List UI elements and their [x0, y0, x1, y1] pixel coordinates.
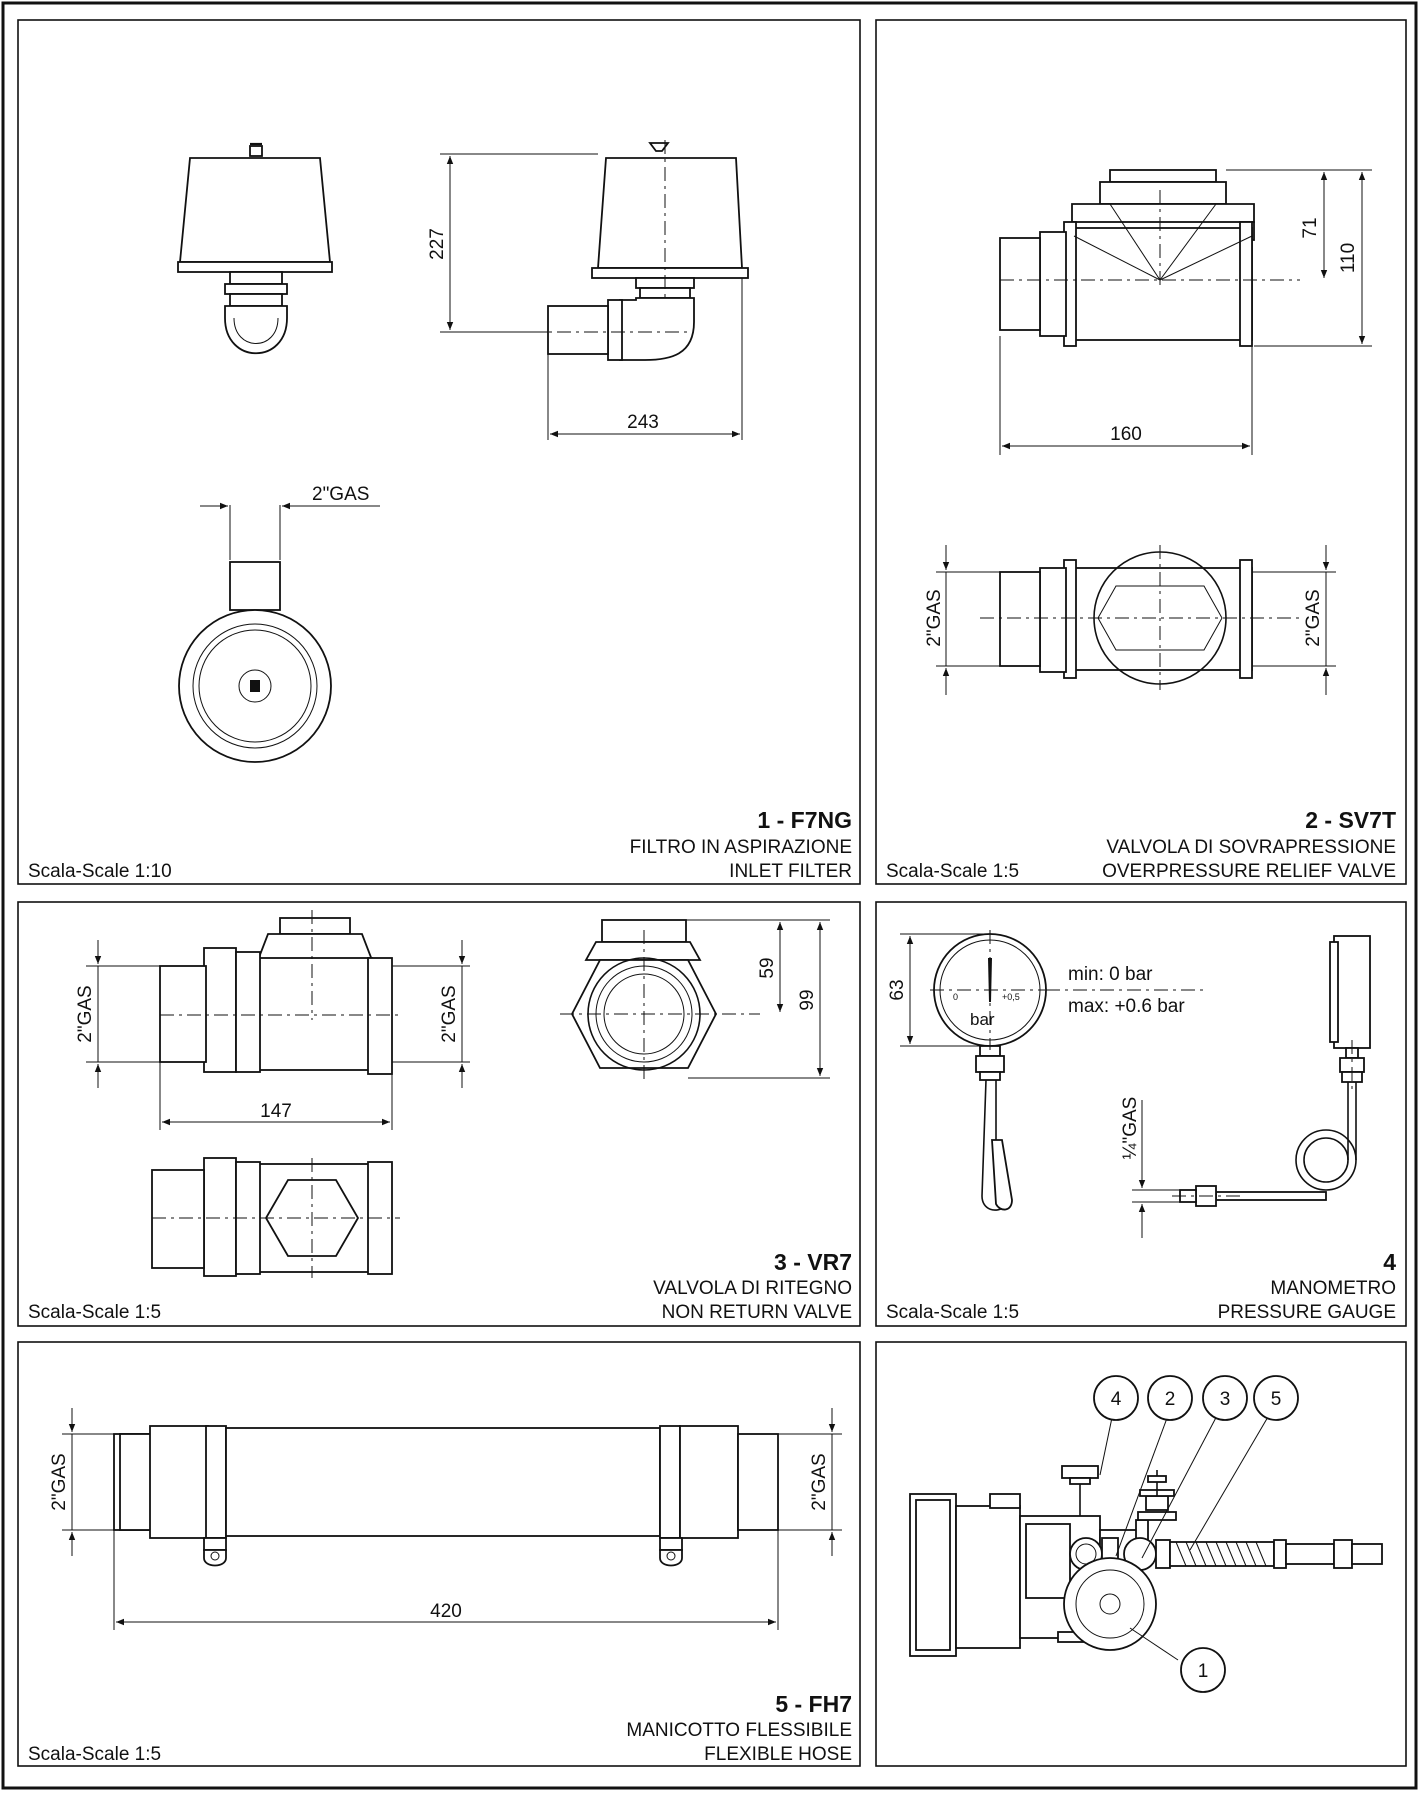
- callout-4: 4: [1111, 1389, 1122, 1410]
- panel4-name-en: PRESSURE GAUGE: [1218, 1302, 1396, 1323]
- dim-160: 160: [999, 336, 1253, 455]
- dial-max-label: +0,5: [1002, 992, 1020, 1002]
- filter-side-view: [530, 140, 749, 361]
- panel1-scale: Scala-Scale 1:10: [28, 861, 172, 882]
- gauge-max-label: max: +0.6 bar: [1068, 996, 1185, 1017]
- panel-assembly: 4 2 3 5 1: [875, 1341, 1407, 1767]
- dim-59-99: 59 99: [686, 919, 830, 1079]
- dim-243-label: 243: [627, 412, 659, 433]
- filter-top-view: 2"GAS: [178, 484, 380, 763]
- callout-5: 5: [1271, 1389, 1282, 1410]
- gauge-side-view: [1172, 935, 1371, 1207]
- panel3-name-en: NON RETURN VALVE: [662, 1302, 852, 1323]
- dial-unit-label: bar: [970, 1010, 995, 1029]
- panel-inlet-filter: 227 243 2"GAS 1 - F7NG FILTRO IN ASPIRAZ…: [17, 19, 861, 885]
- dim-110-label: 110: [1338, 243, 1359, 273]
- filter-front-view: [177, 142, 333, 354]
- dim-quarter-gas-label: ¼"GAS: [1120, 1097, 1141, 1160]
- relief-valve-top-view: [980, 545, 1300, 690]
- panel2-name-en: OVERPRESSURE RELIEF VALVE: [1102, 861, 1396, 882]
- panel3-scale: Scala-Scale 1:5: [28, 1302, 161, 1323]
- panel3-code: 3 - VR7: [774, 1249, 852, 1275]
- dim-71-label: 71: [1300, 217, 1321, 238]
- dim-63-label: 63: [887, 979, 908, 1000]
- dim-2gas-right-label: 2"GAS: [1303, 589, 1324, 646]
- callout-1: 1: [1198, 1661, 1209, 1682]
- panel-non-return-valve: 2"GAS 2"GAS 147: [17, 901, 861, 1327]
- check-valve-end-view: [560, 919, 760, 1080]
- panel4-code: 4: [1383, 1249, 1396, 1275]
- dim-2gas-right-p3: 2"GAS: [392, 940, 470, 1088]
- dim-2gas-right-p2: 2"GAS: [1252, 545, 1336, 695]
- dim-quarter-gas: ¼"GAS: [1120, 1097, 1180, 1238]
- dim-2gas-left-p3: 2"GAS: [75, 940, 160, 1088]
- panel2-name-it: VALVOLA DI SOVRAPRESSIONE: [1106, 837, 1396, 858]
- panel1-name-en: INLET FILTER: [729, 861, 852, 882]
- callout-3: 3: [1220, 1389, 1231, 1410]
- dim-420: 420: [113, 1530, 779, 1630]
- dim-71-110: 71 110: [1226, 169, 1372, 347]
- dim-2gas-right-label: 2"GAS: [439, 985, 460, 1042]
- panel-relief-valve: 71 110 160 2"GAS: [875, 19, 1407, 885]
- check-valve-front-view: [159, 910, 400, 1075]
- panel-flexible-hose: 2"GAS 2"GAS 420 5 - FH7 MANICOTTO FLESSI…: [17, 1341, 861, 1767]
- panel3-name-it: VALVOLA DI RITEGNO: [653, 1278, 852, 1299]
- dim-2gas-label: 2"GAS: [312, 484, 369, 505]
- panel1-name-it: FILTRO IN ASPIRAZIONE: [630, 837, 852, 858]
- gauge-front-view: 0 +0,5 bar: [930, 930, 1047, 1211]
- gauge-min-label: min: 0 bar: [1068, 964, 1153, 985]
- dim-2gas-left-label: 2"GAS: [49, 1453, 70, 1510]
- panel-pressure-gauge: 0 +0,5 bar 63 min: 0 bar max: +0.6 bar: [875, 901, 1407, 1327]
- dim-2gas-left-label: 2"GAS: [75, 985, 96, 1042]
- panel2-scale: Scala-Scale 1:5: [886, 861, 1019, 882]
- dim-63: 63: [887, 933, 990, 1047]
- assembly-drawing: [909, 1465, 1383, 1657]
- panel5-name-en: FLEXIBLE HOSE: [704, 1744, 852, 1765]
- panel4-scale: Scala-Scale 1:5: [886, 1302, 1019, 1323]
- dim-227-label: 227: [427, 228, 448, 260]
- dial-zero-label: 0: [953, 992, 958, 1002]
- panel5-name-it: MANICOTTO FLESSIBILE: [626, 1720, 852, 1741]
- panel5-code: 5 - FH7: [775, 1691, 852, 1717]
- dim-243: 243: [547, 278, 743, 440]
- callout-2: 2: [1165, 1389, 1176, 1410]
- dim-99-label: 99: [797, 989, 818, 1010]
- dim-2gas-left-p2: 2"GAS: [924, 545, 1000, 695]
- check-valve-top-view: [151, 1157, 400, 1278]
- dim-59-label: 59: [757, 957, 778, 978]
- dim-147-label: 147: [260, 1101, 292, 1122]
- dim-227: 227: [427, 153, 598, 333]
- dim-2gas-left-label: 2"GAS: [924, 589, 945, 646]
- panel4-name-it: MANOMETRO: [1270, 1278, 1396, 1299]
- dim-160-label: 160: [1110, 424, 1142, 445]
- dim-420-label: 420: [430, 1601, 462, 1622]
- panel5-scale: Scala-Scale 1:5: [28, 1744, 161, 1765]
- dim-2gas-right-p5: 2"GAS: [778, 1408, 842, 1556]
- dim-2gas-left-p5: 2"GAS: [49, 1408, 114, 1556]
- hose-drawing: [113, 1425, 779, 1567]
- balloon-callouts: 4 2 3 5 1: [1093, 1375, 1299, 1693]
- relief-valve-front-view: [999, 169, 1300, 347]
- dim-2gas-right-label: 2"GAS: [809, 1453, 830, 1510]
- dim-147: 147: [159, 1062, 393, 1130]
- panel2-code: 2 - SV7T: [1305, 807, 1396, 833]
- panel1-code: 1 - F7NG: [757, 807, 852, 833]
